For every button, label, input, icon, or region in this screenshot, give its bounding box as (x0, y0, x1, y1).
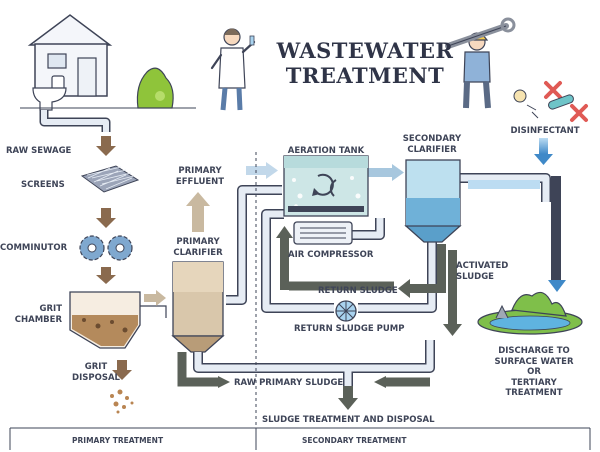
return-sludge-arrow (398, 244, 446, 298)
grit-chamber (69, 291, 167, 349)
primary-clarifier (171, 261, 225, 353)
house-icon (27, 14, 113, 97)
germ-icons (513, 81, 588, 122)
label-secondary-clarifier: SECONDARY CLARIFIER (402, 134, 462, 155)
pipe-network (193, 173, 561, 392)
toilet-icon (32, 75, 67, 111)
sewer-pipe (39, 110, 111, 132)
air-compressor (293, 221, 353, 245)
scientist-figure (210, 28, 256, 111)
screen-grid (80, 165, 140, 193)
label-grit-disposal: GRIT DISPOSAL (72, 362, 120, 383)
grit-particles (110, 389, 134, 414)
to-aeration-arrow (246, 162, 278, 179)
disinfectant-arrow (534, 138, 553, 165)
label-comminutor: COMMINUTOR (0, 243, 68, 253)
return-sludge-pump (335, 300, 357, 322)
sludge-return-line (374, 376, 430, 388)
section-primary-treatment: PRIMARY TREATMENT (72, 436, 164, 445)
label-raw-primary-sludge: RAW PRIMARY SLUDGE (234, 378, 344, 388)
label-discharge: DISCHARGE TO SURFACE WATER OR TERTIARY T… (494, 346, 574, 398)
grit-to-clarifier-arrow (144, 290, 166, 306)
label-raw-sewage: RAW SEWAGE (6, 146, 72, 156)
label-disinfectant: DISINFECTANT (510, 126, 580, 136)
label-return-sludge: RETURN SLUDGE (318, 286, 398, 296)
section-secondary-treatment: SECONDARY TREATMENT (302, 436, 407, 445)
sludge-treatment-arrow (338, 386, 358, 410)
comminutor-gears (79, 235, 133, 261)
flow-arrows-primary (96, 136, 132, 380)
raw-primary-sludge-arrow (177, 352, 230, 388)
label-aeration-tank: AERATION TANK (287, 146, 365, 156)
label-sludge-treatment: SLUDGE TREATMENT AND DISPOSAL (262, 415, 435, 425)
to-secondary-arrow (368, 164, 404, 181)
label-primary-effluent: PRIMARY EFFLUENT (175, 166, 225, 187)
worker-figure (445, 17, 516, 109)
secondary-clarifier (404, 159, 462, 243)
activated-sludge-arrow (443, 250, 462, 336)
bush-icon (136, 67, 174, 109)
to-outfall-arrow (468, 180, 540, 189)
label-activated-sludge: ACTIVATED SLUDGE (456, 261, 509, 282)
outfall-island (477, 291, 583, 335)
aeration-tank (283, 155, 369, 217)
label-primary-clarifier: PRIMARY CLARIFIER (173, 237, 223, 258)
return-sludge-up-arrow (276, 226, 394, 291)
label-return-sludge-pump: RETURN SLUDGE PUMP (294, 324, 405, 334)
page-title: WASTEWATER TREATMENT (270, 38, 460, 88)
title-line-2: TREATMENT (285, 63, 445, 88)
discharge-arrow (548, 280, 566, 292)
label-screens: SCREENS (21, 180, 65, 190)
label-air-compressor: AIR COMPRESSOR (288, 250, 374, 260)
section-divider (9, 152, 591, 450)
primary-effluent-arrow (186, 192, 210, 232)
title-line-1: WASTEWATER (276, 38, 454, 63)
label-grit-chamber: GRIT CHAMBER (14, 304, 62, 325)
